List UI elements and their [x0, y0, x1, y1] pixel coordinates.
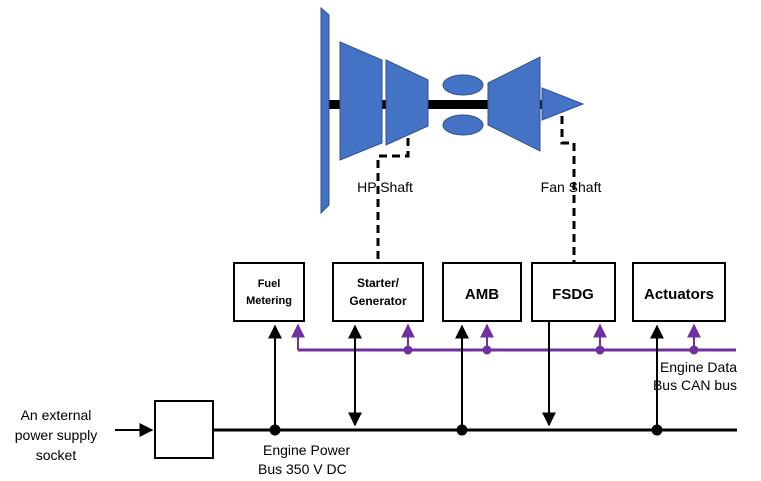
combustor-bottom: [442, 114, 484, 136]
nose-cone: [541, 87, 585, 121]
power-supply-label-line1: An external: [21, 407, 92, 423]
power-junction: [269, 424, 281, 436]
external-power-supply: An external power supply socket: [15, 400, 214, 463]
box-fsdg: FSDG: [531, 262, 616, 322]
fan-turbine: [487, 56, 541, 152]
data-junction: [403, 345, 413, 355]
engine-power-bus: [214, 321, 737, 436]
mechanical-links: [376, 116, 576, 265]
power-supply-label-line2: power supply: [15, 427, 98, 443]
fsdg-label: FSDG: [552, 286, 594, 303]
turbofan-engine-graphic: [320, 6, 585, 215]
engine-data-bus: [291, 323, 736, 355]
hp-compressor-stage-2: [385, 59, 429, 146]
engine-shaft: [326, 100, 566, 109]
power-junction: [456, 424, 468, 436]
box-actuators: Actuators: [632, 262, 726, 322]
hp-shaft-link: [376, 138, 410, 265]
fan-shaft-label: Fan Shaft: [541, 179, 602, 195]
fuel-metering-label-line2: Metering: [246, 295, 292, 307]
engine-frame-plate: [320, 6, 330, 215]
amb-label: AMB: [465, 286, 499, 303]
power-bus-label-line2: Bus 350 V DC: [258, 461, 347, 477]
data-bus-label-line1: Engine Data: [660, 359, 737, 375]
fan-shaft-link: [560, 116, 576, 265]
actuators-label: Actuators: [644, 286, 714, 303]
data-junction: [595, 345, 605, 355]
data-bus-label-line2: Bus CAN bus: [653, 377, 737, 393]
box-starter-generator: Starter/ Generator: [332, 262, 424, 322]
data-junction: [689, 345, 699, 355]
power-bus-label-line1: Engine Power: [263, 442, 351, 458]
power-supply-label-line3: socket: [36, 447, 77, 463]
fuel-metering-label-line1: Fuel: [258, 278, 281, 290]
hp-shaft-label: HP Shaft: [357, 179, 413, 195]
hp-compressor-stage-1: [339, 41, 383, 161]
power-supply-box: [154, 400, 214, 459]
box-amb: AMB: [442, 262, 522, 322]
power-junction: [651, 424, 663, 436]
data-junction: [482, 345, 492, 355]
combustor-top: [442, 74, 484, 96]
starter-generator-label-line1: Starter/: [357, 276, 400, 290]
box-fuel-metering: Fuel Metering: [233, 262, 305, 322]
starter-generator-label-line2: Generator: [349, 294, 407, 308]
